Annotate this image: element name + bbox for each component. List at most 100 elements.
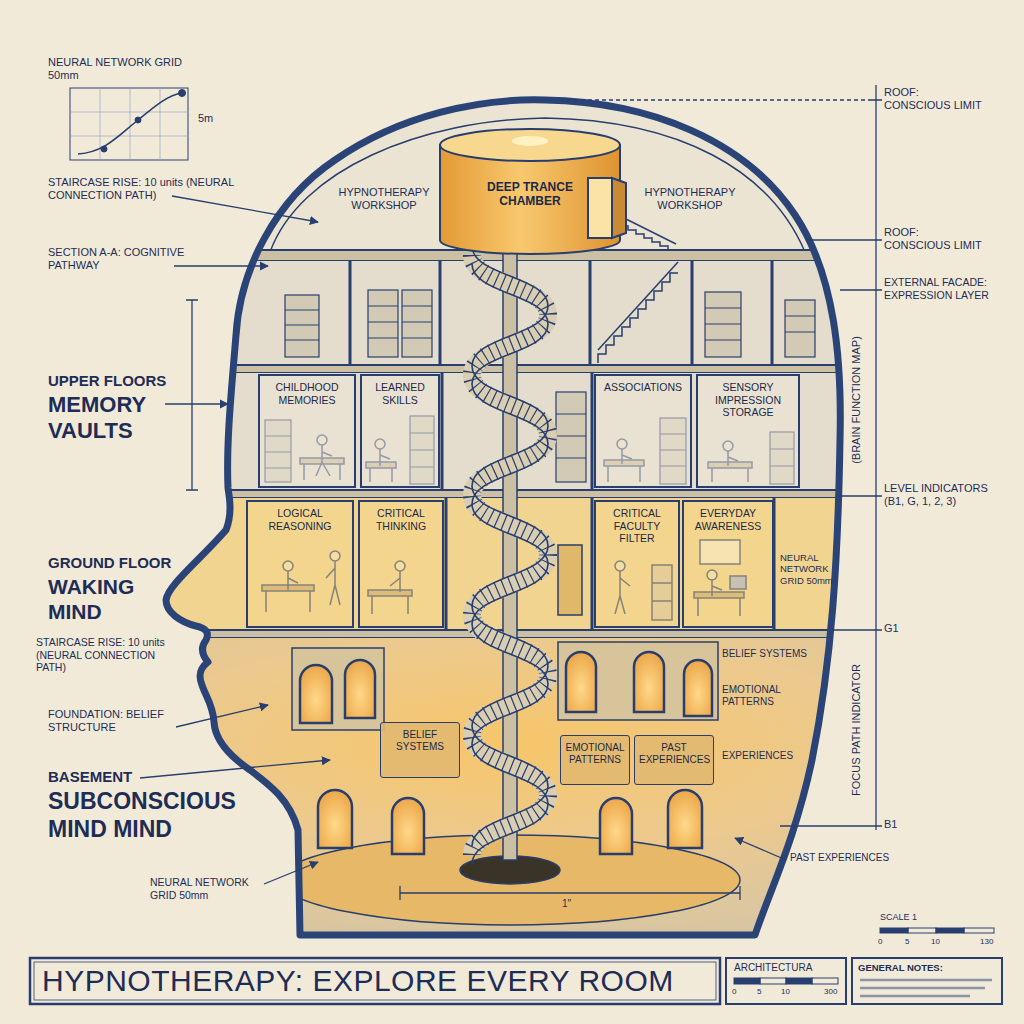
title-block (734, 978, 760, 984)
level-marker: G1 (884, 622, 899, 635)
glowing-arch (300, 665, 332, 723)
title-block (812, 978, 838, 984)
leader-line (780, 240, 870, 826)
title-block (786, 978, 812, 984)
scale-number: 130 (980, 937, 993, 947)
filing-cabinet (402, 290, 432, 357)
stone-wall (292, 648, 384, 730)
grid-note: NEURAL NETWORK GRID 50mm (780, 552, 834, 586)
room-label: EMOTIONAL PATTERNS (565, 742, 625, 766)
glowing-arch (668, 790, 702, 848)
trance-chamber: DEEP TRANCE CHAMBER (440, 150, 620, 240)
scale-caption: SCALE 1 (880, 912, 917, 923)
trance-chamber-cylinder (512, 136, 548, 146)
scale-bar (964, 928, 994, 933)
title-block-text: ARCHITECTURA (734, 962, 812, 974)
level-note: ROOF: CONSCIOUS LIMIT (884, 86, 985, 112)
leader-line (264, 862, 318, 884)
neural-grid-graph (70, 88, 188, 160)
trance-chamber-cylinder (440, 129, 620, 161)
title-block (30, 958, 1002, 1004)
head-outline (166, 100, 840, 935)
memory-room: LEARNED SKILLS (360, 374, 440, 488)
stair-flight (598, 262, 678, 350)
dimension-text: 1" (562, 898, 571, 910)
floor-heading: SUBCONSCIOUS MIND MIND (48, 788, 263, 843)
room-label: CRITICAL FACULTY FILTER (600, 507, 674, 545)
spiral-staircase (472, 255, 548, 855)
leader-line (140, 760, 330, 778)
dimension-line (400, 886, 740, 900)
scale-bar (880, 928, 908, 933)
glowing-arch (345, 660, 375, 718)
title-block (726, 958, 846, 1004)
scale-bar (880, 928, 994, 933)
dimension-line (870, 85, 882, 830)
foundation-note: FOUNDATION: BELIEF STRUCTURE (48, 708, 198, 734)
room-label: DEEP TRANCE CHAMBER (484, 180, 576, 209)
title-block (30, 958, 720, 1004)
title-block-text: GENERAL NOTES: (858, 962, 943, 973)
leader-line (174, 265, 268, 266)
floor-heading: GROUND FLOOR (48, 554, 171, 572)
glowing-arch (600, 798, 632, 854)
leader-line (176, 705, 268, 727)
leader-line (140, 100, 870, 884)
room-label: CRITICAL THINKING (364, 507, 438, 532)
floor-heading: WAKING MIND (48, 574, 158, 624)
floor-heading: BASEMENT (48, 768, 132, 786)
memory-room: ASSOCIATIONS (594, 374, 692, 488)
floor-heading: MEMORY VAULTS (48, 392, 163, 445)
spiral-staircase (472, 264, 548, 864)
trance-chamber-cylinder (588, 178, 612, 238)
room-label: LOGICAL REASONING (252, 507, 348, 532)
spiral-staircase (472, 255, 548, 855)
building-section (350, 261, 772, 365)
leader-line (172, 196, 318, 222)
floor-heading: UPPER FLOORS (48, 372, 166, 390)
mind-room: EVERYDAY AWARENESS (682, 500, 774, 628)
basement-note: EMOTIONAL PATTERNS (722, 684, 802, 708)
filing-cabinet (705, 308, 741, 340)
level-marker: B1 (884, 818, 897, 831)
room-label: HYPNOTHERAPY WORKSHOP (642, 186, 738, 212)
room-label: CHILDHOOD MEMORIES (264, 381, 350, 406)
stair-note: STAIRCASE RISE: 10 units (NEURAL CONNECT… (36, 636, 184, 674)
room-label: EVERYDAY AWARENESS (688, 507, 768, 532)
scale-number: 0 (732, 987, 736, 997)
neural-grid-graph (70, 88, 188, 160)
filing-cabinet (556, 414, 586, 458)
leader-line (165, 403, 228, 404)
room-label: SENSORY IMPRESSION STORAGE (702, 381, 794, 419)
spiral-staircase (472, 245, 548, 864)
memory-room: SENSORY IMPRESSION STORAGE (696, 374, 800, 488)
filing-cabinet (285, 295, 319, 357)
vertical-caption: (BRAIN FUNCTION MAP) (850, 336, 863, 464)
title-block (860, 980, 992, 996)
neural-grid-graph (78, 93, 182, 154)
basement-panel: EMOTIONAL PATTERNS (560, 735, 630, 785)
dimension-line (400, 85, 882, 900)
scale-number: 0 (878, 937, 882, 947)
leader-line (735, 838, 786, 860)
filing-cabinet (705, 292, 741, 357)
leader-line (186, 300, 198, 490)
mind-room: CRITICAL FACULTY FILTER (594, 500, 680, 628)
glowing-arch (318, 790, 352, 848)
basement-note: PAST EXPERIENCES (790, 852, 889, 864)
neural-grid-graph (101, 146, 107, 152)
filing-cabinet (285, 310, 319, 340)
stair-flight (598, 273, 678, 363)
level-note: ROOF: CONSCIOUS LIMIT (884, 226, 985, 252)
scale-number: 300 (824, 987, 837, 997)
trance-chamber-cylinder (612, 178, 626, 238)
stone-wall (558, 642, 718, 720)
room-label: BELIEF SYSTEMS (385, 729, 455, 753)
vertical-caption: FOCUS PATH INDICATOR (850, 664, 863, 796)
mind-room: LOGICAL REASONING (246, 500, 354, 628)
desk-worker (558, 545, 582, 615)
filing-cabinet (368, 290, 398, 357)
